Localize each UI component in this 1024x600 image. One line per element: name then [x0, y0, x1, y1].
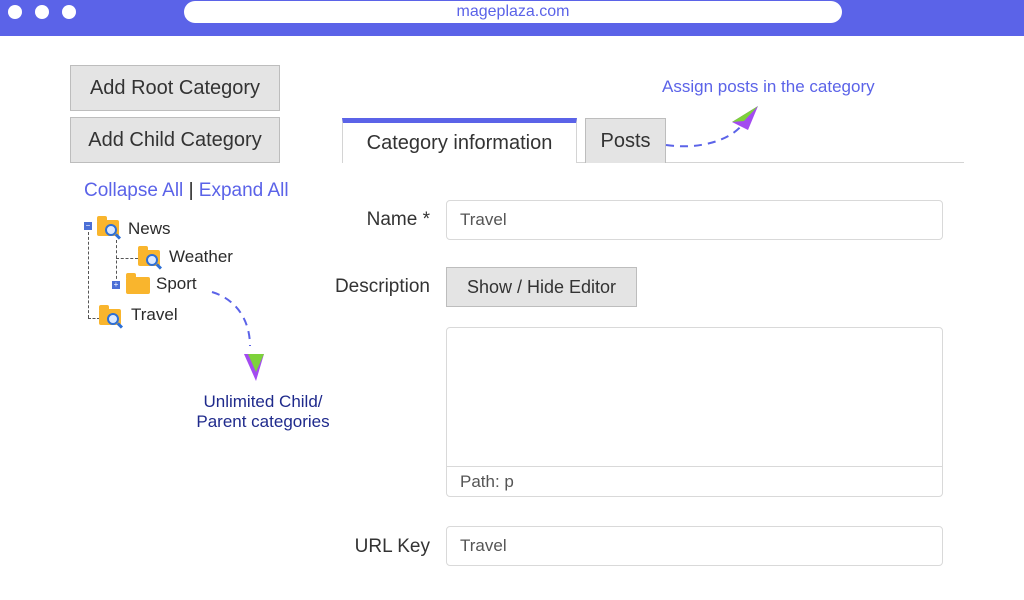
expand-all-link[interactable]: Expand All: [198, 180, 289, 201]
window-dot-icon[interactable]: [35, 5, 49, 19]
paper-plane-icon: [732, 106, 758, 130]
tree-controls: Collapse All | Expand All: [84, 180, 289, 202]
search-icon: [146, 254, 158, 266]
window-dot-icon[interactable]: [8, 5, 22, 19]
add-child-category-button[interactable]: Add Child Category: [70, 117, 280, 163]
address-bar[interactable]: mageplaza.com: [184, 1, 842, 23]
collapse-all-link[interactable]: Collapse All: [84, 180, 184, 201]
collapse-toggle-icon[interactable]: −: [84, 221, 92, 230]
show-hide-editor-button[interactable]: Show / Hide Editor: [446, 267, 637, 307]
tree-node-travel[interactable]: Travel: [131, 305, 178, 324]
tree-node-sport[interactable]: Sport: [156, 274, 197, 293]
assign-posts-annotation: Assign posts in the category: [662, 77, 875, 96]
tree-line: [116, 240, 117, 284]
browser-top-bar: mageplaza.com: [0, 0, 1024, 36]
dashed-arrow-line: [665, 124, 743, 148]
unlimited-categories-annotation: Unlimited Child/ Parent categories: [186, 392, 340, 432]
add-root-category-button[interactable]: Add Root Category: [70, 65, 280, 111]
url-key-label: URL Key: [354, 536, 430, 557]
tab-posts[interactable]: Posts: [585, 118, 666, 163]
editor-path-bar: Path: p: [447, 466, 942, 496]
description-label: Description: [334, 276, 430, 297]
url-key-input[interactable]: Travel: [446, 526, 943, 566]
annotation-line: Parent categories: [196, 412, 330, 431]
annotation-line: Unlimited Child/: [203, 392, 323, 411]
tree-line: [116, 258, 138, 259]
tree-line: [88, 232, 89, 318]
name-input[interactable]: Travel: [446, 200, 943, 240]
tree-controls-separator: |: [188, 180, 194, 201]
folder-icon: [126, 273, 150, 294]
tree-node-news[interactable]: News: [128, 219, 171, 238]
dashed-arrow-line: [211, 291, 251, 347]
tree-line: [88, 318, 100, 319]
search-icon: [105, 224, 117, 236]
tab-category-information[interactable]: Category information: [342, 118, 577, 163]
expand-toggle-icon[interactable]: +: [112, 280, 120, 289]
tree-node-weather[interactable]: Weather: [169, 247, 233, 266]
description-textarea[interactable]: Path: p: [446, 327, 943, 497]
search-icon: [107, 313, 119, 325]
window-dot-icon[interactable]: [62, 5, 76, 19]
paper-plane-icon: [244, 354, 264, 381]
name-label: Name *: [366, 209, 430, 230]
